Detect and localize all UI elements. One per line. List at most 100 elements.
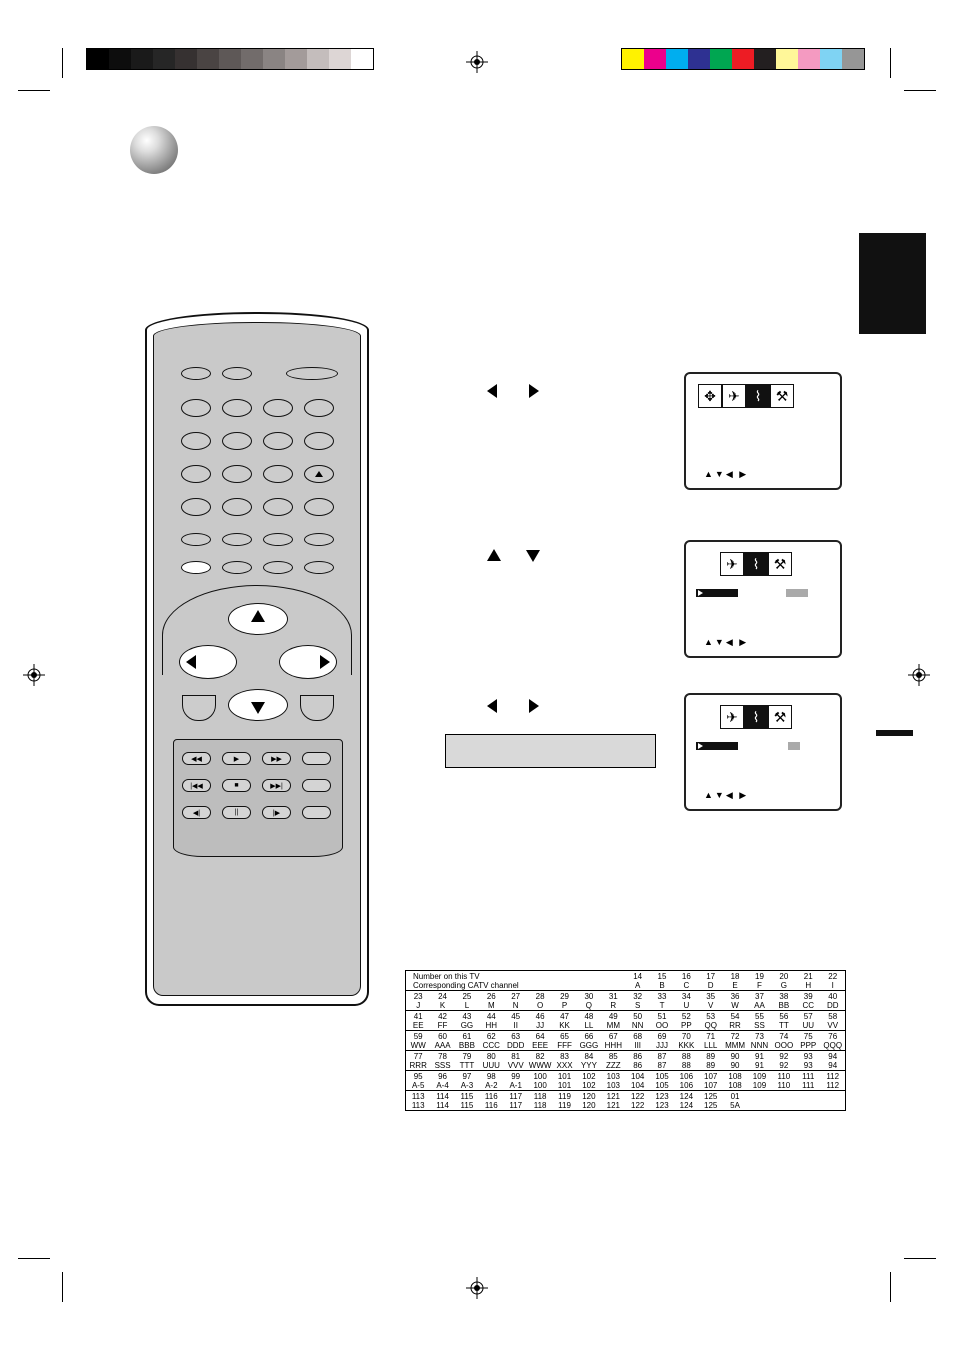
crop-mark (890, 48, 891, 78)
catv-channel: WW (410, 1041, 426, 1050)
tv-number: 54 (730, 1012, 740, 1021)
catv-channel: KKK (678, 1041, 695, 1050)
color-swatch (109, 49, 131, 69)
catv-channel: 88 (681, 1061, 691, 1070)
catv-channel: A-5 (411, 1081, 425, 1090)
up-arrow-icon (487, 549, 501, 561)
tv-number: 41 (413, 1012, 423, 1021)
catv-channel: OOO (774, 1041, 794, 1050)
remote-button (304, 399, 334, 417)
tv-number: 44 (486, 1012, 496, 1021)
catv-channel: 111 (802, 1081, 815, 1090)
registration-mark-icon (908, 664, 930, 686)
catv-channel: DD (826, 1001, 839, 1010)
catv-channel: ZZZ (605, 1061, 621, 1070)
tv-number: 57 (803, 1012, 813, 1021)
remote-button (222, 498, 252, 516)
remote-button (263, 465, 293, 483)
tv-menu-screen-3: ✈ ⌇ ⚒ ▲▼◀ ▶ (684, 693, 842, 811)
registration-mark-icon (466, 51, 488, 73)
catv-channel: MM (606, 1021, 620, 1030)
remote-button (181, 432, 211, 450)
remote-button (304, 561, 334, 574)
catv-channel: 90 (730, 1061, 740, 1070)
antenna-icon: ⌇ (744, 705, 768, 729)
tv-number: 79 (462, 1052, 472, 1061)
catv-channel: 114 (436, 1101, 449, 1110)
tools-icon: ⚒ (768, 552, 792, 576)
tv-number: 49 (608, 1012, 618, 1021)
catv-channel: UU (802, 1021, 815, 1030)
tv-number: 66 (584, 1032, 594, 1041)
tv-number: 36 (730, 992, 740, 1001)
catv-channel: HHH (604, 1041, 622, 1050)
right-arrow-icon (529, 384, 539, 398)
tv-number: 75 (803, 1032, 813, 1041)
catv-channel: 93 (803, 1061, 813, 1070)
catv-channel: R (610, 1001, 617, 1010)
language-side-tab (859, 233, 926, 334)
tv-number: 91 (755, 1052, 764, 1061)
tv-number: 67 (608, 1032, 618, 1041)
color-swatch (175, 49, 197, 69)
tv-number: 110 (777, 1072, 791, 1081)
nav-hint: ▲▼◀ ▶ (704, 637, 749, 647)
catv-channel: LLL (704, 1041, 718, 1050)
catv-channel: T (659, 1001, 665, 1010)
tv-number: 105 (655, 1072, 669, 1081)
catv-channel: FFF (557, 1041, 572, 1050)
catv-channel: UUU (482, 1061, 500, 1070)
selected-menu-item (696, 742, 738, 750)
tv-number: 64 (535, 1032, 545, 1041)
catv-channel: CCC (482, 1041, 500, 1050)
tv-number: 77 (413, 1052, 423, 1061)
tv-number: 18 (730, 972, 740, 981)
tv-number: 60 (438, 1032, 448, 1041)
tv-number: 52 (681, 1012, 691, 1021)
catv-channel: A-1 (509, 1081, 522, 1090)
catv-channel: 108 (728, 1081, 742, 1090)
tv-number: 96 (438, 1072, 448, 1081)
tv-number: 01 (730, 1092, 740, 1101)
registration-mark-icon (466, 1277, 488, 1299)
menu-icon-row: ✈ ⌇ ⚒ (720, 705, 792, 729)
tv-number: 20 (779, 972, 789, 981)
tv-number: 15 (657, 972, 667, 981)
tv-number: 94 (828, 1052, 838, 1061)
catv-channel: TT (778, 1021, 789, 1030)
catv-channel: G (780, 981, 787, 990)
catv-channel: EE (412, 1021, 424, 1030)
catv-channel: A-3 (460, 1081, 474, 1090)
catv-channel: FF (437, 1021, 448, 1030)
grayscale-calibration-bar (86, 48, 374, 70)
catv-channel: 112 (826, 1081, 840, 1090)
tv-number: 109 (752, 1072, 767, 1081)
catv-channel: RRR (409, 1061, 427, 1070)
catv-channel: BBB (458, 1041, 475, 1050)
color-swatch (710, 49, 732, 69)
